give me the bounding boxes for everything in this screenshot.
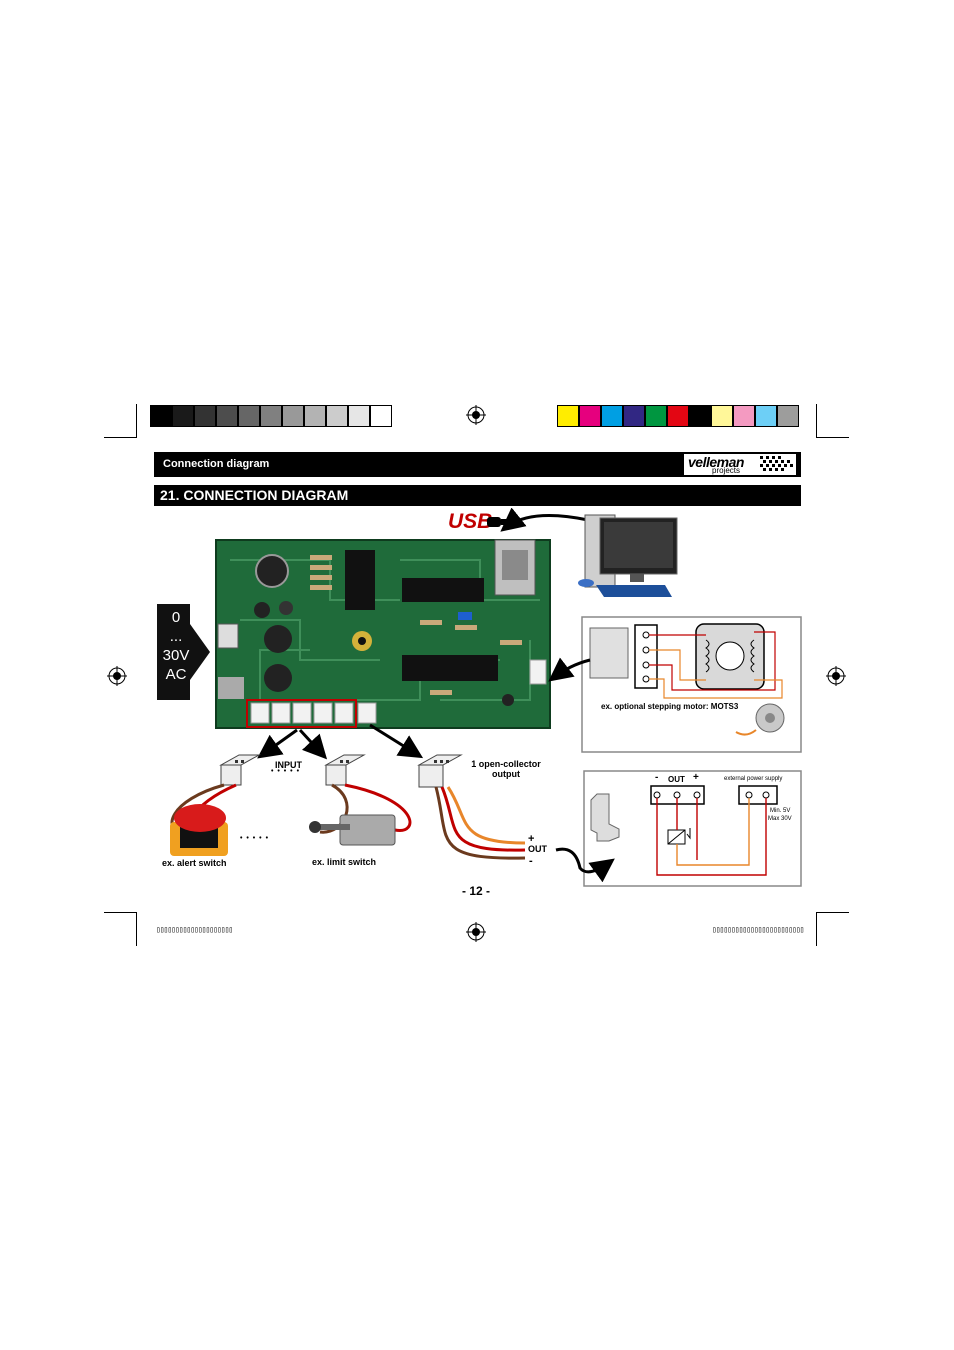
calibration-swatch bbox=[689, 405, 711, 427]
section-label: Connection diagram bbox=[163, 458, 270, 470]
calibration-swatch bbox=[238, 405, 260, 427]
calibration-swatch bbox=[623, 405, 645, 427]
page-title: 21. CONNECTION DIAGRAM bbox=[160, 487, 349, 503]
calibration-swatch bbox=[645, 405, 667, 427]
calibration-swatch bbox=[260, 405, 282, 427]
relay-schematic bbox=[590, 785, 778, 876]
footer-right-code: ▯▯▯▯▯▯▯▯▯▯▯▯▯▯▯▯▯▯▯▯▯▯▯▯ bbox=[712, 925, 805, 934]
calibration-swatch bbox=[667, 405, 689, 427]
usb-plug-icon bbox=[487, 517, 508, 527]
external-supply-label: external power supply bbox=[724, 776, 783, 782]
section-header-bar: Connection diagram velleman projects bbox=[154, 452, 801, 477]
calibration-swatch bbox=[711, 405, 733, 427]
relay-out-plus: + bbox=[693, 772, 699, 783]
calibration-swatch bbox=[733, 405, 755, 427]
switch-dots: • • • • • bbox=[240, 835, 270, 842]
registration-mark-top bbox=[466, 405, 486, 425]
calibration-swatch bbox=[216, 405, 238, 427]
max-voltage-label: Max 30V bbox=[768, 816, 792, 822]
alert-switch-caption: ex. alert switch bbox=[162, 858, 227, 868]
logo-pattern-icon bbox=[760, 456, 793, 471]
calibration-swatch bbox=[282, 405, 304, 427]
registration-mark-left bbox=[107, 666, 127, 686]
out-label: OUT bbox=[528, 844, 547, 854]
usb-logo: USB bbox=[448, 510, 508, 534]
calibration-swatch bbox=[777, 405, 799, 427]
section-heading-bar: 21. CONNECTION DIAGRAM bbox=[154, 485, 801, 506]
page-number: - 12 - bbox=[462, 884, 491, 898]
limit-switch-caption: ex. limit switch bbox=[312, 857, 377, 867]
relay-out-label: OUT bbox=[668, 775, 685, 784]
motor-schematic bbox=[589, 623, 785, 736]
input-dots: • • • • • bbox=[271, 768, 301, 775]
open-collector-label: 1 open-collector output bbox=[471, 759, 541, 779]
calibration-swatch bbox=[348, 405, 370, 427]
connection-diagram bbox=[157, 508, 802, 887]
out-plus: + bbox=[528, 833, 535, 845]
motor-caption: ex. optional stepping motor: MOTS3 bbox=[601, 702, 739, 711]
calibration-swatch bbox=[579, 405, 601, 427]
calibration-swatch bbox=[172, 405, 194, 427]
out-minus: - bbox=[529, 855, 533, 867]
footer-left-code: ▯▯▯▯▯▯▯▯▯▯▯▯▯▯▯▯▯▯▯▯ bbox=[156, 925, 233, 934]
registration-mark-bottom bbox=[466, 922, 486, 942]
calibration-swatch bbox=[194, 405, 216, 427]
power-input-label: 0 ... 30V AC bbox=[162, 609, 190, 683]
calibration-swatch bbox=[150, 405, 172, 427]
calibration-swatch bbox=[557, 405, 579, 427]
calibration-swatch bbox=[304, 405, 326, 427]
alert-switch-icon bbox=[170, 804, 228, 856]
input-label: INPUT bbox=[275, 760, 302, 770]
calibration-swatch bbox=[755, 405, 777, 427]
computer-icon bbox=[578, 514, 678, 597]
relay-out-minus: - bbox=[655, 772, 659, 783]
velleman-logo: velleman projects bbox=[684, 454, 796, 475]
registration-mark-right bbox=[826, 666, 846, 686]
calibration-swatch bbox=[601, 405, 623, 427]
calibration-swatch bbox=[326, 405, 348, 427]
pcb-board bbox=[215, 539, 551, 729]
limit-switch-icon bbox=[309, 814, 396, 846]
power-input-arrow bbox=[157, 604, 210, 700]
min-voltage-label: Min. 5V bbox=[770, 808, 791, 814]
calibration-swatch bbox=[370, 405, 392, 427]
